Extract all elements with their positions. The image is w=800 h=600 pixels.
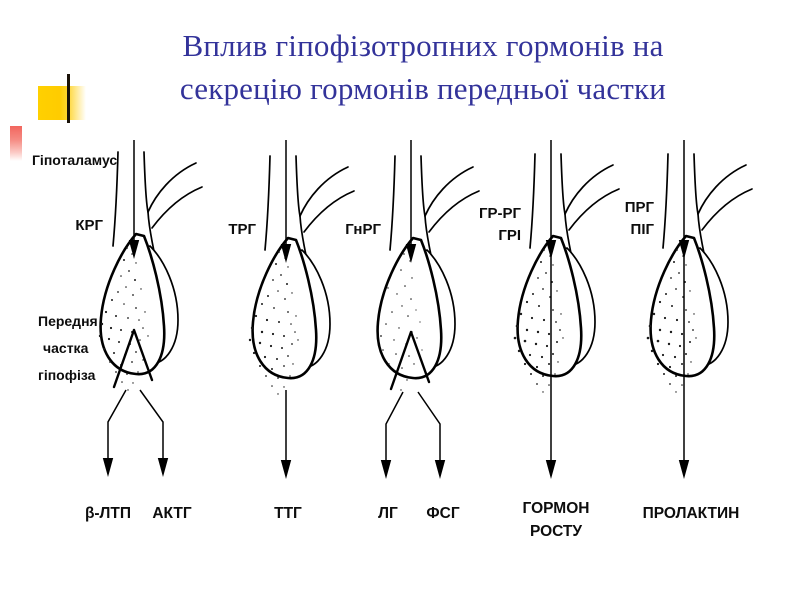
stipple-texture-crh — [98, 247, 149, 391]
hormone-group-trh: ТРГ ТТГ — [228, 140, 356, 522]
label-output-ttg: ТТГ — [274, 505, 302, 522]
label-anterior-lobe-line-2: частка — [43, 340, 89, 356]
arrow-out-crh-1 — [107, 389, 127, 470]
pituitary-diagram: Гіпоталамус Передня частка гіпофіза — [0, 140, 800, 560]
label-hypothalamus: Гіпоталамус — [32, 152, 117, 168]
label-releasing-prg: ПРГ — [625, 199, 655, 216]
label-releasing-gnrh: ГнРГ — [345, 221, 381, 238]
label-releasing-ghrh: ГР-РГ — [479, 205, 522, 222]
arrow-out-lg — [385, 391, 404, 472]
label-releasing-pig: ПІГ — [631, 221, 655, 238]
label-output-prolactin: ПРОЛАКТИН — [643, 505, 740, 522]
hormone-group-crh: КРГ β-ЛТП АКТГ — [75, 140, 204, 522]
label-output-beta-ltp: β-ЛТП — [85, 505, 131, 522]
label-output-actg: АКТГ — [152, 505, 192, 522]
page-title-line-1: Вплив гіпофізотропних гормонів на — [182, 28, 664, 63]
stipple-texture-prl — [646, 249, 697, 393]
decor-pink-bar — [10, 126, 22, 161]
label-releasing-crh: КРГ — [75, 217, 103, 234]
arrow-out-crh-2 — [139, 389, 164, 470]
stipple-texture-ghrh — [513, 249, 564, 393]
hormone-group-ghrh: ГР-РГ ГРІ ГОРМОН РОСТУ — [479, 140, 621, 540]
page-title: Вплив гіпофізотропних гормонів на секрец… — [88, 24, 758, 110]
stipple-texture-trh — [248, 251, 299, 395]
label-output-growth-hormone-line-1: ГОРМОН — [523, 500, 590, 517]
page-title-line-2: секрецію гормонів передньої частки — [179, 71, 667, 106]
label-output-fsg: ФСГ — [426, 505, 459, 522]
hormone-group-prl: ПРГ ПІГ ПРОЛАКТИН — [625, 140, 754, 522]
decor-yellow-bar — [38, 86, 86, 120]
decor-black-tick — [67, 74, 70, 123]
arrow-out-fsg — [417, 391, 441, 472]
label-anterior-lobe-line-1: Передня — [38, 313, 98, 329]
label-output-growth-hormone-line-2: РОСТУ — [530, 523, 582, 540]
label-output-lg: ЛГ — [378, 505, 398, 522]
label-anterior-lobe-line-3: гіпофіза — [38, 367, 96, 383]
label-releasing-ghri: ГРІ — [498, 227, 521, 244]
hormone-group-gnrh: ГнРГ ЛГ ФСГ — [345, 140, 481, 522]
label-releasing-trh: ТРГ — [228, 221, 256, 238]
